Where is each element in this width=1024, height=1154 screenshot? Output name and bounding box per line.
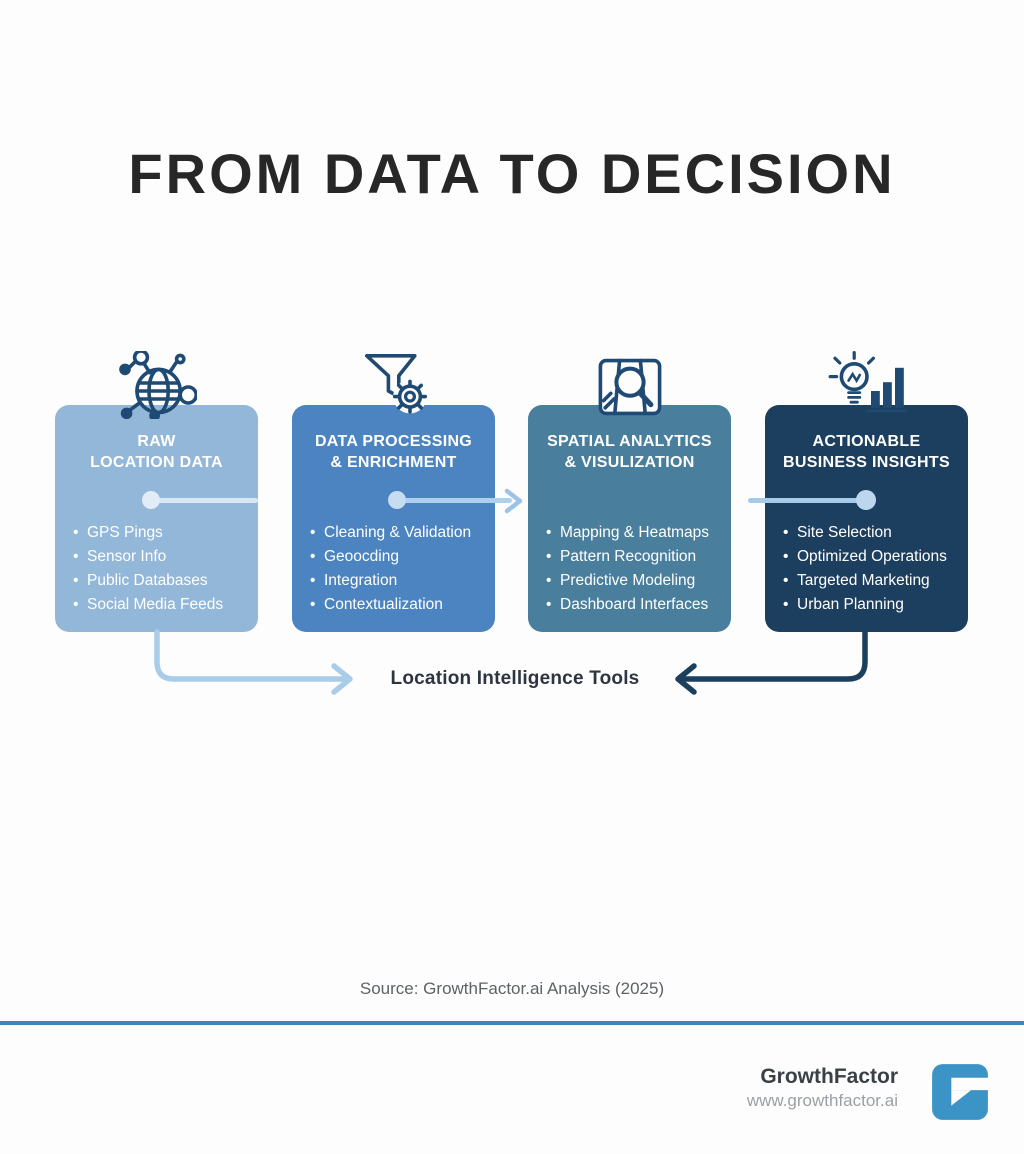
stage-2-title: DATA PROCESSING & ENRICHMENT bbox=[292, 431, 495, 473]
stage-3-item: Pattern Recognition bbox=[546, 545, 709, 569]
stage-3-item: Predictive Modeling bbox=[546, 569, 709, 593]
connector-line-2 bbox=[397, 498, 512, 503]
connector-line-1 bbox=[151, 498, 258, 503]
stage-3-title: SPATIAL ANALYTICS & VISULIZATION bbox=[528, 431, 731, 473]
bulb-chart-icon-svg bbox=[828, 351, 907, 413]
stage-4-title: ACTIONABLE BUSINESS INSIGHTS bbox=[765, 431, 968, 473]
growthfactor-g-logo bbox=[929, 1061, 991, 1123]
stage-3-title-line1: SPATIAL ANALYTICS bbox=[547, 433, 712, 450]
footer-divider bbox=[0, 1021, 1024, 1025]
right-elbow-arrow-icon bbox=[675, 629, 868, 695]
footer-website: www.growthfactor.ai bbox=[746, 1091, 898, 1110]
stage-2-item: Cleaning & Validation bbox=[310, 521, 471, 545]
funnel-gear-icon-svg bbox=[365, 354, 427, 414]
stage-card-raw-location-data: RAW LOCATION DATA GPS Pings Sensor Info … bbox=[55, 405, 258, 632]
footer-brand: GrowthFactor bbox=[760, 1065, 898, 1088]
stage-1-title-line1: RAW bbox=[137, 433, 176, 450]
stage-4-title-line2: BUSINESS INSIGHTS bbox=[783, 454, 950, 471]
stage-3-item: Dashboard Interfaces bbox=[546, 593, 709, 617]
stage-card-data-processing: DATA PROCESSING & ENRICHMENT Cleaning & … bbox=[292, 405, 495, 632]
stage-card-business-insights: ACTIONABLE BUSINESS INSIGHTS Site Select… bbox=[765, 405, 968, 632]
stage-card-spatial-analytics: SPATIAL ANALYTICS & VISULIZATION Mapping… bbox=[528, 405, 731, 632]
stage-4-title-line1: ACTIONABLE bbox=[812, 433, 921, 450]
stage-4-item-list: Site Selection Optimized Operations Targ… bbox=[765, 521, 955, 617]
stage-3-item-list: Mapping & Heatmaps Pattern Recognition P… bbox=[528, 521, 717, 617]
stage-1-item: GPS Pings bbox=[73, 521, 223, 545]
growthfactor-g-logo-svg bbox=[932, 1064, 991, 1120]
map-magnifier-icon-svg bbox=[598, 358, 662, 416]
footer-text-block: GrowthFactor www.growthfactor.ai bbox=[747, 1064, 898, 1112]
network-globe-icon bbox=[117, 351, 197, 419]
bulb-chart-icon bbox=[827, 351, 907, 419]
stage-2-item: Contextualization bbox=[310, 593, 471, 617]
stage-4-item: Targeted Marketing bbox=[783, 569, 947, 593]
connector-dot-1 bbox=[142, 491, 160, 509]
stage-1-item: Social Media Feeds bbox=[73, 593, 223, 617]
funnel-gear-icon bbox=[354, 351, 434, 419]
stage-2-title-line1: DATA PROCESSING bbox=[314, 433, 473, 450]
left-elbow-arrow-icon bbox=[154, 629, 353, 695]
connector-dot-2 bbox=[388, 491, 406, 509]
stage-4-item: Urban Planning bbox=[783, 593, 947, 617]
page-title: FROM DATA TO DECISION bbox=[128, 142, 896, 205]
stage-1-item: Public Databases bbox=[73, 569, 223, 593]
stage-3-item: Mapping & Heatmaps bbox=[546, 521, 709, 545]
stage-3-title-line2: & VISULIZATION bbox=[564, 454, 695, 471]
connector-dot-4 bbox=[856, 490, 876, 510]
gear-part bbox=[393, 379, 427, 414]
connector-line-4 bbox=[748, 498, 866, 503]
source-note: Source: GrowthFactor.ai Analysis (2025) bbox=[359, 979, 665, 998]
stage-1-title: RAW LOCATION DATA bbox=[55, 431, 258, 473]
stage-4-item: Optimized Operations bbox=[783, 545, 947, 569]
stage-1-title-line2: LOCATION DATA bbox=[90, 454, 223, 471]
stage-2-title-line2: & ENRICHMENT bbox=[330, 454, 457, 471]
stage-2-item: Geoocding bbox=[310, 545, 471, 569]
stage-2-item-list: Cleaning & Validation Geoocding Integrat… bbox=[292, 521, 479, 617]
stage-1-item: Sensor Info bbox=[73, 545, 223, 569]
network-globe-icon-svg bbox=[119, 351, 197, 419]
stage-1-item-list: GPS Pings Sensor Info Public Databases S… bbox=[55, 521, 231, 617]
stage-4-item: Site Selection bbox=[783, 521, 947, 545]
stage-2-item: Integration bbox=[310, 569, 471, 593]
flow-label: Location Intelligence Tools bbox=[390, 668, 640, 689]
map-magnifier-icon bbox=[590, 351, 670, 419]
